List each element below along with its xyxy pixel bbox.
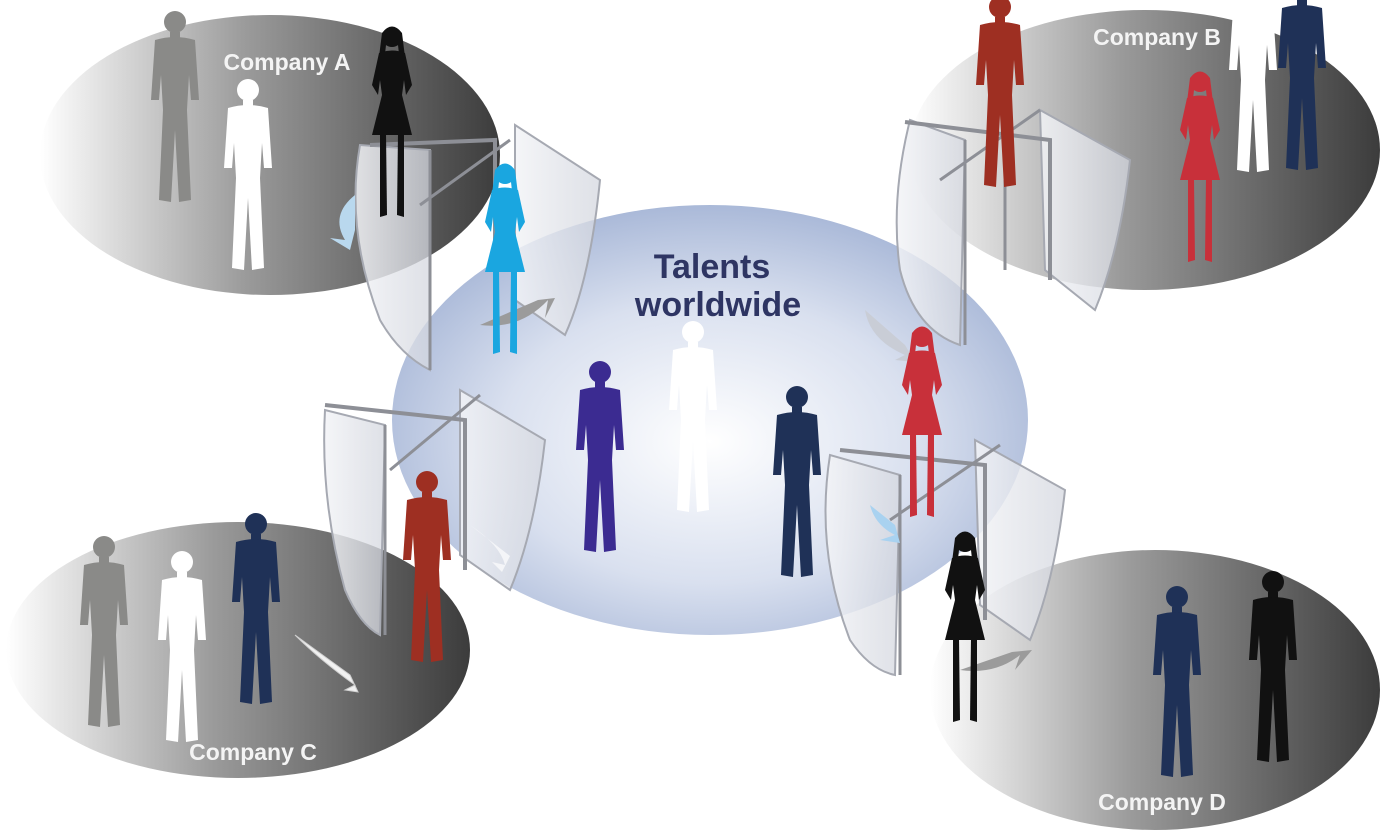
revolving-door-bottom-left (294, 388, 547, 693)
revolving-door-top-left (354, 123, 602, 372)
arrow-top-left-curve (330, 195, 355, 250)
company-c-label: Company C (189, 739, 317, 765)
revolving-door-bottom-right (824, 438, 1067, 677)
center-title-line2: worldwide (634, 286, 801, 324)
company-b-label: Company B (1093, 24, 1221, 50)
revolving-door-top-right (865, 108, 1132, 362)
center-title-line1: Talents (654, 248, 771, 286)
company-d-label: Company D (1098, 789, 1226, 815)
company-a-label: Company A (224, 49, 351, 75)
